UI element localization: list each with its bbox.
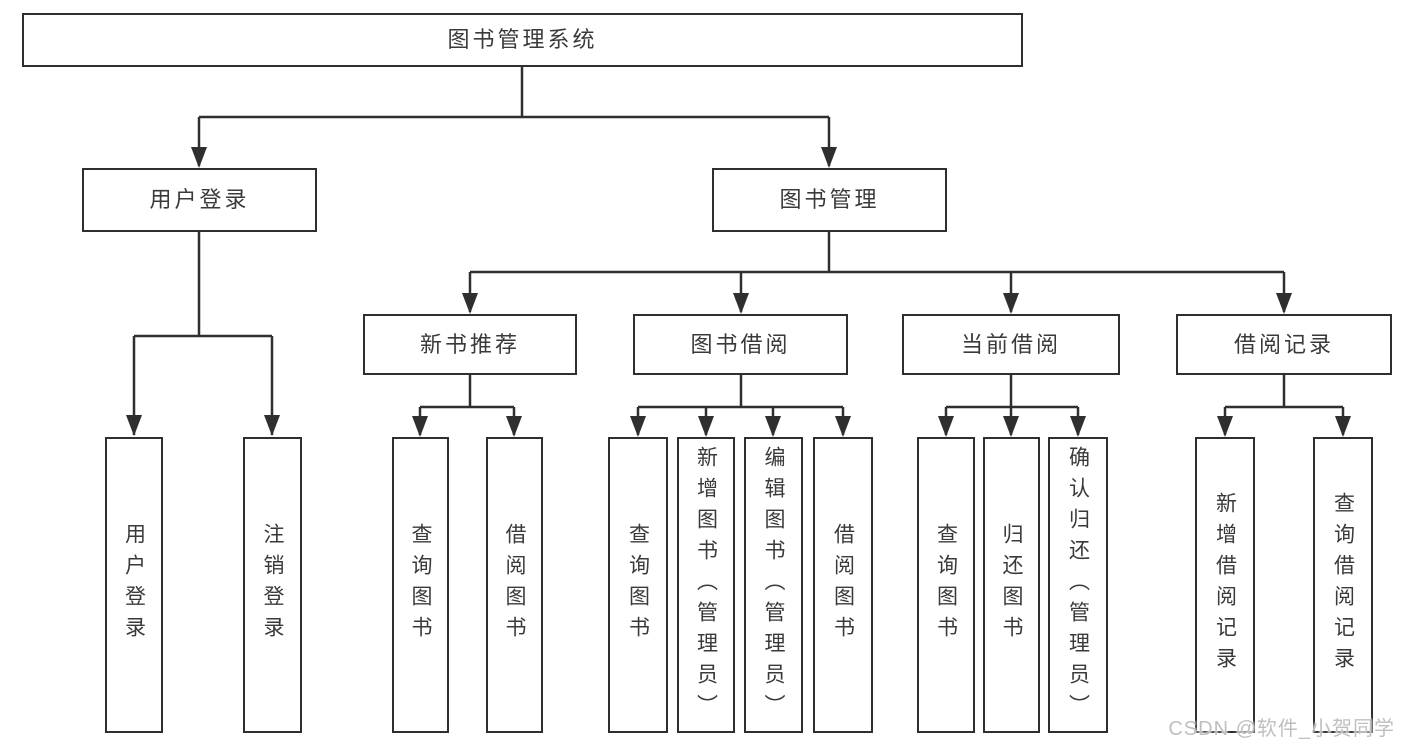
node-new-book-recommendation: 新书推荐	[363, 314, 577, 375]
leaf-label: 借阅图书	[831, 523, 855, 647]
leaf-confirm-return-admin: 确认归还（管理员）	[1048, 437, 1108, 733]
leaf-label: 用户登录	[122, 523, 146, 647]
leaf-label: 查询图书	[409, 523, 432, 647]
node-book-management: 图书管理	[712, 168, 947, 232]
leaf-query-books-recommend: 查询图书	[392, 437, 449, 733]
leaf-label: 编辑图书（管理员）	[762, 445, 785, 725]
leaf-add-borrow-record: 新增借阅记录	[1195, 437, 1255, 733]
node-user-login: 用户登录	[82, 168, 317, 232]
leaf-return-books: 归还图书	[983, 437, 1040, 733]
leaf-user-login: 用户登录	[105, 437, 163, 733]
leaf-label: 查询借阅记录	[1331, 492, 1355, 678]
leaf-label: 查询图书	[626, 523, 650, 647]
leaf-label: 借阅图书	[503, 523, 526, 647]
leaf-query-books-current: 查询图书	[917, 437, 975, 733]
leaf-logout: 注销登录	[243, 437, 302, 733]
leaf-label: 查询图书	[934, 523, 958, 647]
arrowheads	[126, 147, 1351, 437]
leaf-edit-book-admin: 编辑图书（管理员）	[744, 437, 803, 733]
leaf-label: 新增借阅记录	[1213, 492, 1237, 678]
node-current-borrowing: 当前借阅	[902, 314, 1120, 375]
leaf-borrow-books-recommend: 借阅图书	[486, 437, 543, 733]
leaf-label: 归还图书	[1000, 523, 1023, 647]
leaf-label: 确认归还（管理员）	[1066, 445, 1090, 725]
leaf-add-book-admin: 新增图书（管理员）	[677, 437, 735, 733]
leaf-query-borrow-record: 查询借阅记录	[1313, 437, 1373, 733]
leaf-borrow-books-borrowing: 借阅图书	[813, 437, 873, 733]
leaf-label: 新增图书（管理员）	[694, 445, 718, 725]
leaf-label: 注销登录	[261, 523, 284, 647]
node-library-management-system: 图书管理系统	[22, 13, 1023, 67]
leaf-query-books-borrowing: 查询图书	[608, 437, 668, 733]
node-borrowing-records: 借阅记录	[1176, 314, 1392, 375]
node-book-borrowing: 图书借阅	[633, 314, 848, 375]
